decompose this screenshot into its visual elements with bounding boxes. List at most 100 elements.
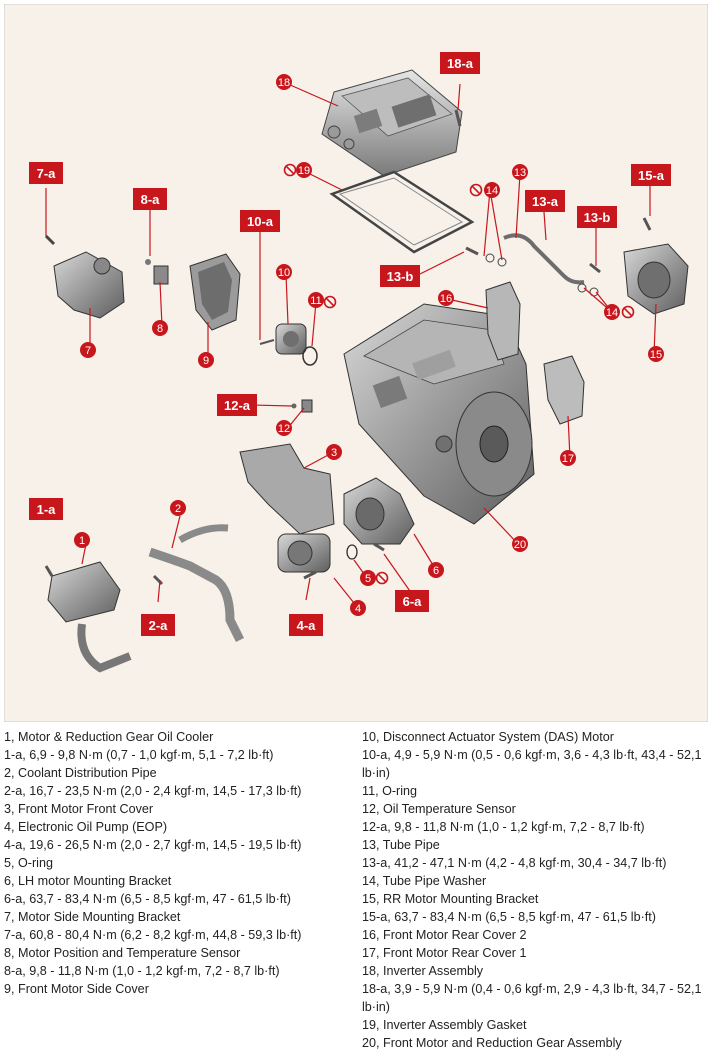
legend-item: 4-a, 19,6 - 26,5 N·m (2,0 - 2,7 kgf·m, 1… (4, 838, 302, 852)
legend-item: 8, Motor Position and Temperature Sensor (4, 946, 241, 960)
coolant-distribution-pipe-drawing (148, 547, 245, 643)
prohibition-circle-icon (469, 183, 483, 197)
callout-8-label: 8 (157, 323, 163, 335)
callout-10-label: 10 (278, 267, 290, 279)
callout-14-right: 14 (604, 304, 620, 320)
callout-18-label: 18 (278, 77, 290, 89)
legend-item: 4, Electronic Oil Pump (EOP) (4, 820, 168, 834)
inverter-assembly-drawing (321, 69, 463, 177)
callout-15-label: 15 (650, 349, 662, 361)
torque-tag-1a-label: 1-a (37, 502, 57, 517)
legend-item: 1-a, 6,9 - 9,8 N·m (0,7 - 1,0 kgf·m, 5,1… (4, 748, 274, 762)
legend-item: 13-a, 41,2 - 47,1 N·m (4,2 - 4,8 kgf·m, … (362, 856, 667, 870)
legend-item: 20, Front Motor and Reduction Gear Assem… (362, 1036, 622, 1050)
o-ring-5-drawing (346, 544, 358, 560)
torque-tag-13a-label: 13-a (532, 194, 559, 209)
legend-item: 7-a, 60,8 - 80,4 N·m (6,2 - 8,2 kgf·m, 4… (4, 928, 302, 942)
callout-13: 13 (512, 164, 528, 180)
legend-item: 12-a, 9,8 - 11,8 N·m (1,0 - 1,2 kgf·m, 7… (362, 820, 645, 834)
torque-tag-8a-label: 8-a (141, 192, 161, 207)
callout-20: 20 (512, 536, 528, 552)
torque-tag-2a-label: 2-a (149, 618, 169, 633)
legend-item: 11, O-ring (362, 784, 418, 798)
callout-13-label: 13 (514, 167, 526, 179)
torque-tag-15a: 15-a (631, 164, 671, 186)
torque-tag-13a: 13-a (525, 190, 565, 212)
tube-pipe-drawing (503, 233, 585, 285)
callout-20-label: 20 (514, 539, 526, 551)
motor-reduction-gear-assembly-drawing (343, 303, 535, 525)
callout-14-top-label: 14 (486, 185, 498, 197)
callout-8: 8 (152, 320, 168, 336)
torque-tag-15a-label: 15-a (638, 168, 665, 183)
legend-item: 5, O-ring (4, 856, 53, 870)
legend-item: 10, Disconnect Actuator System (DAS) Mot… (362, 730, 614, 744)
callout-12: 12 (276, 420, 292, 436)
callout-2-label: 2 (175, 503, 181, 515)
torque-tag-7a: 7-a (29, 162, 63, 184)
callout-18: 18 (276, 74, 292, 90)
torque-tag-12a: 12-a (217, 394, 257, 416)
callout-6: 6 (428, 562, 444, 578)
callout-3: 3 (326, 444, 342, 460)
legend-item: 6, LH motor Mounting Bracket (4, 874, 172, 888)
callout-19: 19 (296, 162, 312, 178)
legend-item: 7, Motor Side Mounting Bracket (4, 910, 181, 924)
torque-tag-6a-label: 6-a (403, 594, 423, 609)
torque-tag-13b-right: 13-b (577, 206, 617, 228)
torque-tag-7a-label: 7-a (37, 166, 57, 181)
callout-9: 9 (198, 352, 214, 368)
das-motor-drawing (259, 323, 307, 355)
torque-tag-4a: 4-a (289, 614, 323, 636)
callout-11: 11 (308, 292, 324, 308)
callout-15: 15 (648, 346, 664, 362)
prohibition-circle-icon (375, 571, 389, 585)
oil-temperature-sensor-drawing (291, 399, 313, 413)
callout-16: 16 (438, 290, 454, 306)
callout-2: 2 (170, 500, 186, 516)
legend-item: 13, Tube Pipe (362, 838, 440, 852)
callout-1: 1 (74, 532, 90, 548)
legend-item: 9, Front Motor Side Cover (4, 982, 149, 996)
legend-item: 15, RR Motor Mounting Bracket (362, 892, 539, 906)
prohibition-circle-icon (283, 163, 297, 177)
rear-cover-1-drawing (543, 355, 585, 425)
rr-motor-mounting-bracket-drawing (623, 217, 689, 315)
callout-14-right-label: 14 (606, 307, 618, 319)
legend-item: 16, Front Motor Rear Cover 2 (362, 928, 527, 942)
callout-4: 4 (350, 600, 366, 616)
callout-9-label: 9 (203, 355, 209, 367)
torque-tag-10a: 10-a (240, 210, 280, 232)
torque-tag-10a-label: 10-a (247, 214, 274, 229)
legend-left-column: 1, Motor & Reduction Gear Oil Cooler 1-a… (4, 728, 354, 998)
torque-tag-4a-label: 4-a (297, 618, 317, 633)
torque-tag-12a-label: 12-a (224, 398, 251, 413)
callout-3-label: 3 (331, 447, 337, 459)
legend-item: 19, Inverter Assembly Gasket (362, 1018, 527, 1032)
o-ring-11-drawing (302, 346, 318, 366)
torque-tag-13b-left-label: 13-b (387, 269, 414, 284)
legend-item: 18, Inverter Assembly (362, 964, 484, 978)
legend-item: 15-a, 63,7 - 83,4 N·m (6,5 - 8,5 kgf·m, … (362, 910, 656, 924)
prohibition-circle-icon (323, 295, 337, 309)
legend-item: 1, Motor & Reduction Gear Oil Cooler (4, 730, 214, 744)
torque-tag-6a: 6-a (395, 590, 429, 612)
callout-11-label: 11 (310, 295, 321, 307)
oil-cooler-drawing (44, 561, 132, 673)
rear-cover-2-drawing (485, 281, 521, 361)
motor-side-mounting-bracket-drawing (44, 234, 125, 319)
torque-tag-13b-right-label: 13-b (584, 210, 611, 225)
torque-tag-8a: 8-a (133, 188, 167, 210)
legend-item: 14, Tube Pipe Washer (362, 874, 487, 888)
exploded-parts-diagram: 1 2 3 4 5 6 7 8 9 10 11 12 13 14 14 15 1… (4, 4, 708, 722)
callout-16-label: 16 (440, 293, 452, 305)
prohibition-circle-icon (621, 305, 635, 319)
callout-7-label: 7 (85, 345, 91, 357)
legend-item: 2-a, 16,7 - 23,5 N·m (2,0 - 2,4 kgf·m, 1… (4, 784, 302, 798)
callout-1-label: 1 (79, 535, 85, 547)
callout-14-top: 14 (484, 182, 500, 198)
motor-position-sensor-drawing (145, 259, 169, 285)
torque-tag-18a: 18-a (440, 52, 480, 74)
legend-item: 3, Front Motor Front Cover (4, 802, 154, 816)
torque-tag-2a: 2-a (141, 614, 175, 636)
